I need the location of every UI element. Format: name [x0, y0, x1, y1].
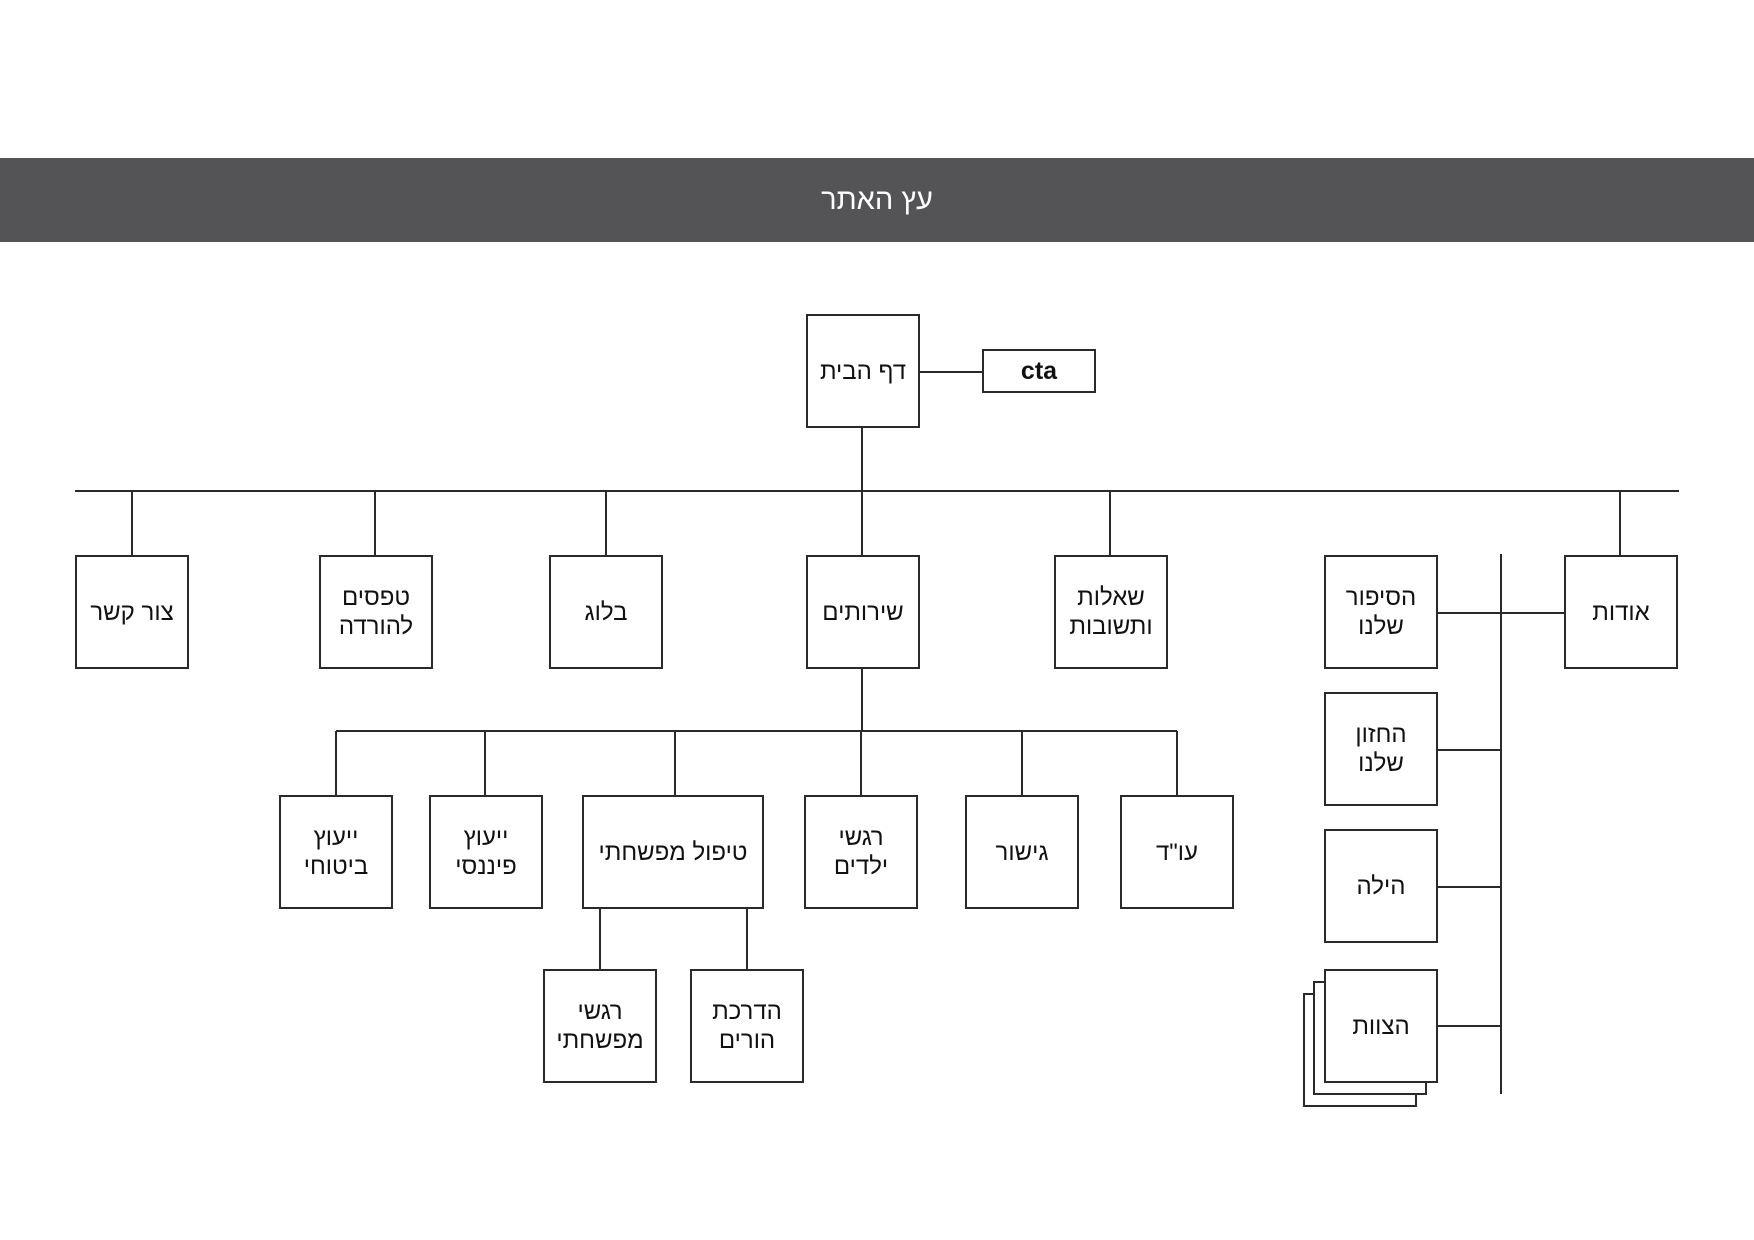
node-mediation: גישור [965, 795, 1079, 909]
node-family-emotional: רגשי מפשחתי [543, 969, 657, 1083]
node-blog: בלוג [549, 555, 663, 669]
node-faq-label: שאלות ותשובות [1069, 584, 1153, 640]
node-financial: ייעוץ פיננסי [429, 795, 543, 909]
node-team-label: הצוות [1352, 1012, 1410, 1040]
page-header: עץ האתר [0, 158, 1754, 242]
node-blog-label: בלוג [584, 598, 628, 626]
node-downloads: טפסים להורדה [319, 555, 433, 669]
node-lawyer-label: עו"ד [1155, 838, 1199, 866]
node-cta-label: cta [1020, 356, 1058, 385]
node-family-emotional-label: רגשי מפשחתי [556, 998, 644, 1054]
node-home: דף הבית [806, 314, 920, 428]
node-parent-guidance: הדרכת הורים [690, 969, 804, 1083]
node-family-therapy: טיפול מפשחתי [582, 795, 764, 909]
node-team: הצוות [1324, 969, 1438, 1083]
node-family-therapy-label: טיפול מפשחתי [598, 838, 748, 866]
node-insurance-label: ייעוץ ביטוחי [303, 824, 369, 880]
node-parent-guidance-label: הדרכת הורים [712, 998, 782, 1054]
node-insurance: ייעוץ ביטוחי [279, 795, 393, 909]
node-home-label: דף הבית [819, 357, 907, 385]
page-title: עץ האתר [821, 183, 933, 216]
node-contact-label: צור קשר [90, 598, 174, 626]
node-our-vision-label: החזון שלנו [1355, 721, 1407, 777]
node-services-label: שירותים [822, 598, 904, 626]
node-lawyer: עו"ד [1120, 795, 1234, 909]
node-kids-emotional: רגשי ילדים [804, 795, 918, 909]
node-our-vision: החזון שלנו [1324, 692, 1438, 806]
node-our-story-label: הסיפור שלנו [1345, 584, 1417, 640]
node-cta: cta [982, 349, 1096, 393]
node-faq: שאלות ותשובות [1054, 555, 1168, 669]
node-financial-label: ייעוץ פיננסי [455, 824, 517, 880]
node-hila: הילה [1324, 829, 1438, 943]
node-services: שירותים [806, 555, 920, 669]
node-mediation-label: גישור [995, 838, 1049, 866]
node-downloads-label: טפסים להורדה [338, 584, 414, 640]
node-contact: צור קשר [75, 555, 189, 669]
node-about-label: אודות [1592, 598, 1650, 626]
node-kids-emotional-label: רגשי ילדים [833, 824, 889, 880]
node-about: אודות [1564, 555, 1678, 669]
node-hila-label: הילה [1356, 872, 1406, 900]
node-our-story: הסיפור שלנו [1324, 555, 1438, 669]
